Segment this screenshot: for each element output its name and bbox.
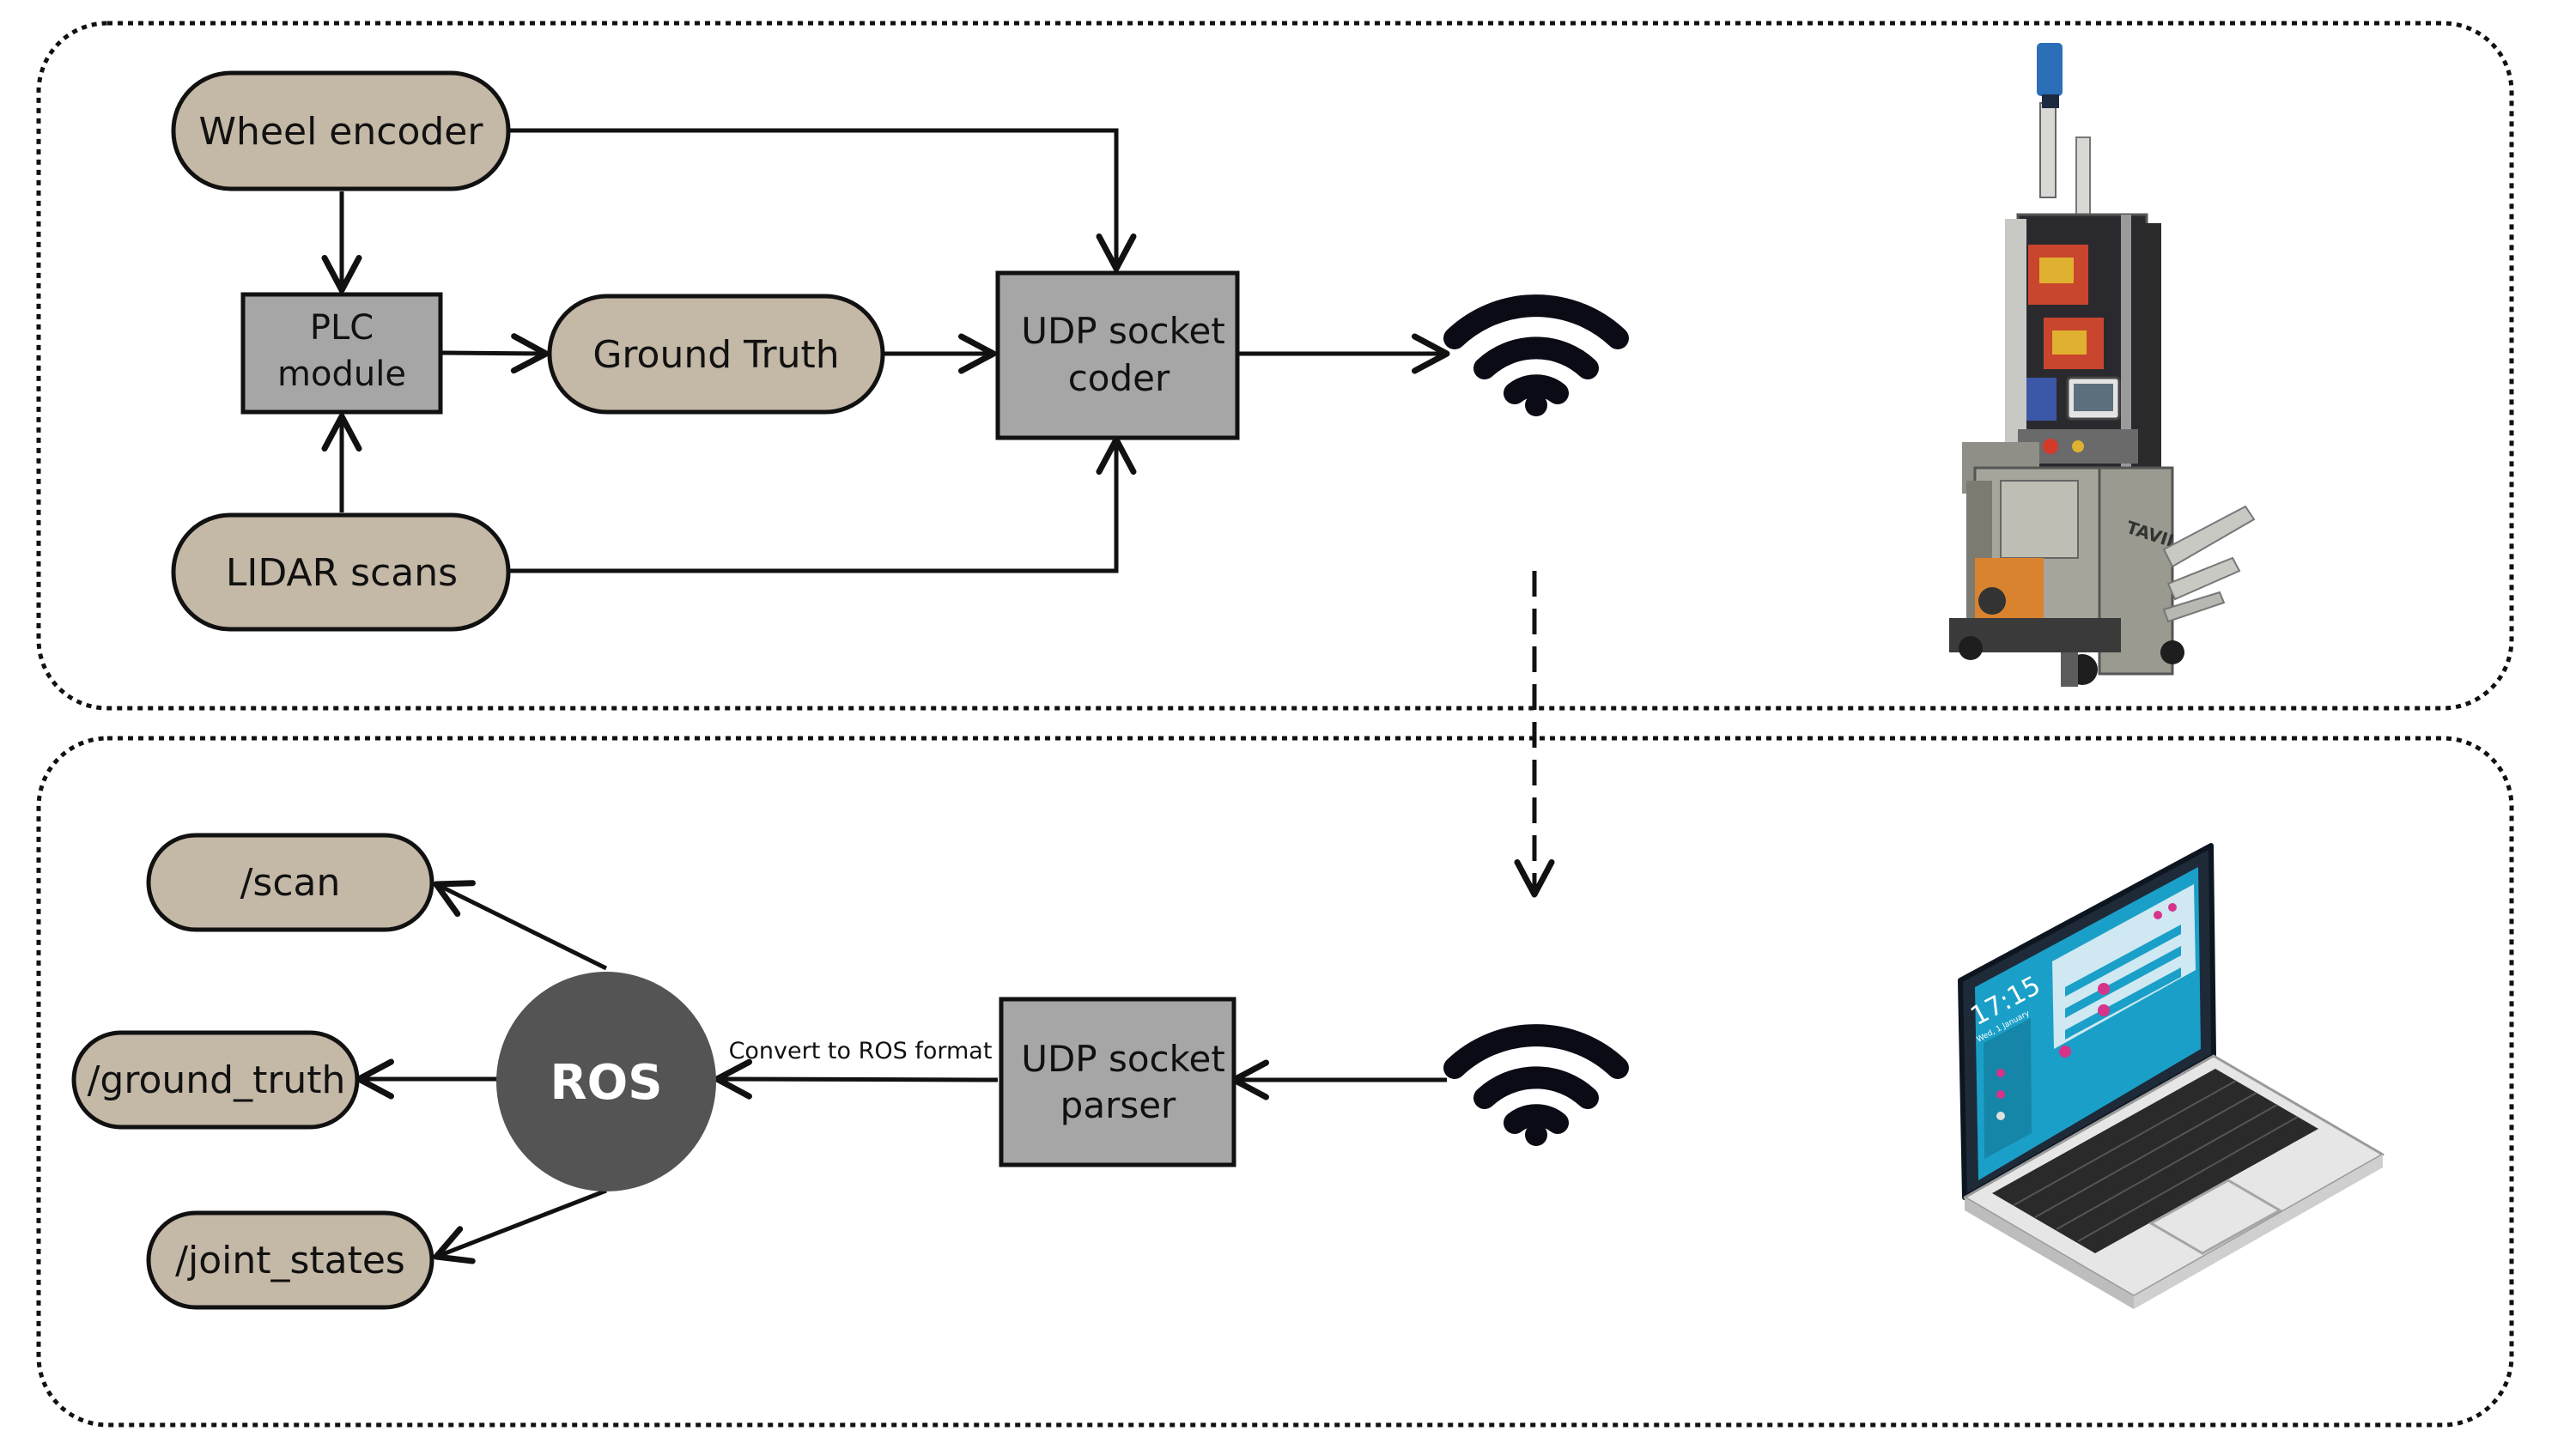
lidar-scans-label: LIDAR scans	[226, 551, 458, 595]
top-panel-border	[36, 21, 2514, 711]
arrow-udp-parser-to-ros	[714, 1058, 999, 1100]
udp-coder-label-line1: UDP socket	[1021, 310, 1225, 352]
node-ground-truth: Ground Truth	[547, 294, 885, 415]
udp-parser-label-line2: parser	[1060, 1084, 1176, 1126]
udp-coder-label-line2: coder	[1068, 357, 1170, 399]
ros-label: ROS	[550, 1055, 662, 1111]
forklift-robot-photo: TAVIL	[1949, 43, 2256, 687]
node-plc-module: PLC module	[240, 292, 443, 415]
laptop-icon: 17:15 Wed, 1 January	[1958, 843, 2385, 1309]
ground-truth-label: Ground Truth	[592, 333, 839, 377]
node-ros: ROS	[496, 972, 716, 1191]
wheel-encoder-label: Wheel encoder	[199, 110, 484, 154]
convert-to-ros-format-label: Convert to ROS format	[729, 1038, 993, 1064]
node-wheel-encoder: Wheel encoder	[171, 70, 511, 191]
wifi-icon	[1443, 294, 1629, 416]
topic-ground-truth-label: /ground_truth	[88, 1058, 346, 1102]
udp-parser-label-line1: UDP socket	[1021, 1038, 1225, 1080]
bottom-panel-border	[36, 736, 2514, 1428]
node-udp-socket-coder: UDP socket coder	[995, 270, 1240, 440]
topic-joint-states: /joint_states	[146, 1210, 434, 1310]
plc-label-line1: PLC	[310, 308, 374, 348]
node-udp-socket-parser: UDP socket parser	[999, 997, 1236, 1167]
bottom-connectors	[355, 880, 1447, 1264]
arrow-ros-to-joint-states	[433, 1188, 607, 1264]
topic-joint-states-label: /joint_states	[175, 1239, 405, 1282]
topic-scan: /scan	[146, 833, 434, 932]
topic-scan-label: /scan	[240, 861, 341, 905]
topic-ground-truth: /ground_truth	[71, 1030, 360, 1130]
plc-label-line2: module	[277, 355, 406, 394]
arrow-lidar-to-udp-coder	[508, 436, 1137, 573]
arrow-plc-to-ground-truth	[441, 333, 550, 374]
top-connectors	[321, 128, 1450, 573]
wifi-icon	[1443, 1024, 1629, 1146]
node-lidar-scans: LIDAR scans	[171, 512, 511, 632]
arrow-ros-to-scan	[433, 880, 608, 971]
arrow-encoder-to-udp-coder	[508, 128, 1137, 272]
